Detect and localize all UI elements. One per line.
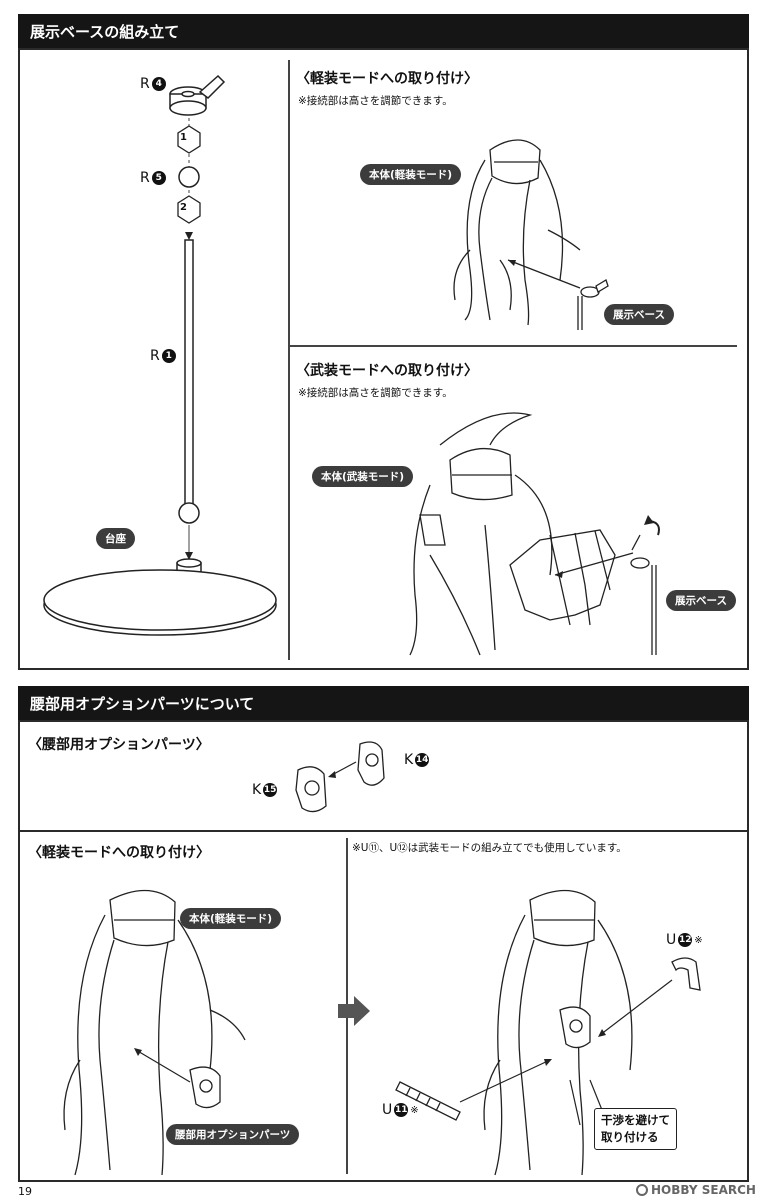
mini-stand-light [577,279,609,330]
section-frame-waist-option [18,720,749,1182]
option-part-after [559,1006,591,1049]
waist-option-parts-illustration [295,741,385,813]
divider-horizontal [290,345,737,347]
note-height-adjust-1: ※接続部は高さを調節できます。 [298,95,453,107]
part-u11 [395,1081,461,1121]
heading-waist-option-parts: 〈腰部用オプションパーツ〉 [28,737,210,753]
section-title-display-base: 展示ベースの組み立て [18,14,749,50]
pole-r1-part [184,239,194,506]
label-body-armed-mode: 本体(武装モード) [312,466,414,487]
watermark-logo-icon [636,1184,648,1196]
option-part-before [189,1066,221,1109]
step-1-marker [177,125,201,154]
page-number: 19 [18,1185,32,1198]
part-u12 [671,957,701,991]
heading-light-mode-attach-2: 〈軽装モードへの取り付け〉 [28,845,210,861]
part-k15 [295,766,327,813]
part-k14 [357,741,385,786]
heading-armed-mode-attach: 〈武装モードへの取り付け〉 [296,363,478,379]
label-body-light-mode-1: 本体(軽装モード) [360,164,462,185]
figure-armed-mode-back-view [409,412,660,656]
step-1-number: 1 [180,132,187,143]
arrow-right-icon [338,996,370,1026]
label-display-base-2: 展示ベース [666,590,736,611]
stand-assembly-illustration [43,74,277,636]
label-body-light-mode-2: 本体(軽装モード) [180,908,282,929]
section-frame-display-base [18,48,749,670]
heading-light-mode-attach: 〈軽装モードへの取り付け〉 [296,71,478,87]
connector-r4-part [169,74,226,116]
note-height-adjust-2: ※接続部は高さを調節できます。 [298,387,453,399]
note-u11-u12: ※U⑪、U⑫は武装モードの組み立てでも使用しています。 [352,842,627,854]
mini-stand-armed [630,534,657,655]
figure-light-mode-before [63,889,246,1176]
step-2-number: 2 [180,202,187,213]
callout-avoid-interference: 干渉を避けて 取り付ける [594,1108,677,1150]
base-label: 台座 [96,528,135,549]
ball-r5-part [178,166,200,188]
figure-light-mode-back-view [453,139,609,330]
figure-light-mode-after [395,889,701,1176]
watermark: HOBBY SEARCH [636,1183,756,1197]
divider-vertical [288,60,290,660]
divider-section2 [18,830,749,832]
label-waist-option-parts: 腰部用オプションパーツ [166,1124,300,1145]
section-title-waist-option: 腰部用オプションパーツについて [18,686,749,722]
label-display-base-1: 展示ベース [604,304,674,325]
